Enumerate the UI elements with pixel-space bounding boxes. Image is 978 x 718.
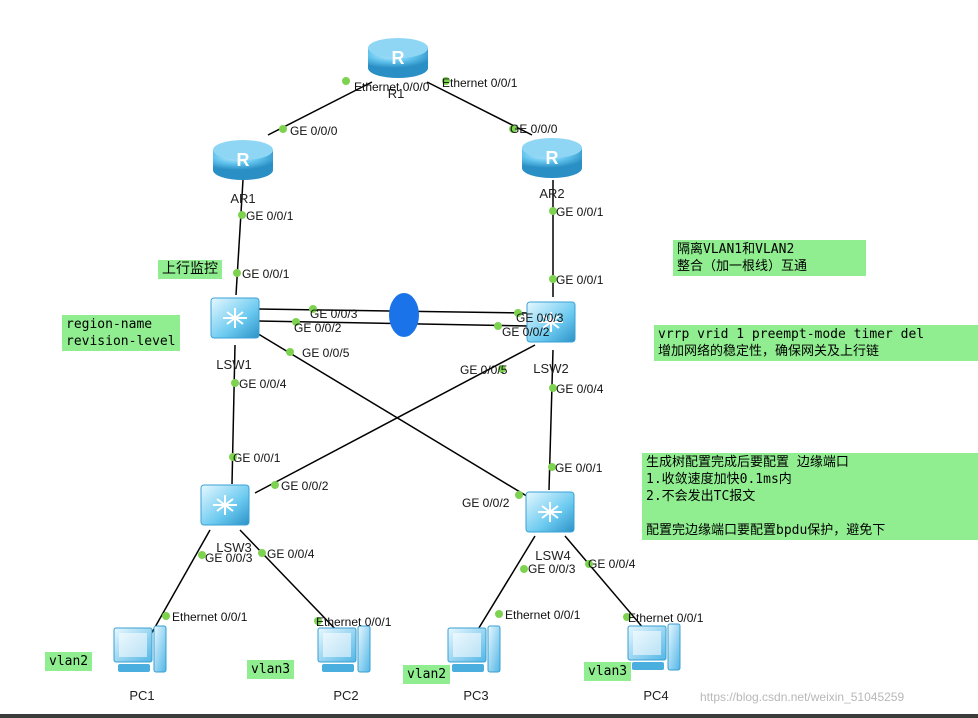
port-label-lsw2-up: GE 0/0/1 — [556, 273, 604, 287]
port-label-lsw3-p4: GE 0/0/4 — [267, 547, 315, 561]
router-r1[interactable]: R1 — [368, 38, 428, 101]
router-ar1[interactable]: AR1 — [213, 140, 273, 206]
port-label-lsw1-p3: GE 0/0/3 — [310, 307, 358, 321]
device-label-pc3: PC3 — [463, 688, 488, 703]
note-isolate: 隔离VLAN1和VLAN2 整合（加一根线）互通 — [673, 240, 866, 276]
device-label-ar1: AR1 — [230, 191, 255, 206]
note-stp: 生成树配置完成后要配置 边缘端口 1.收敛速度加快0.1ms内 2.不会发出TC… — [642, 453, 978, 540]
switch-lsw4[interactable]: LSW4 — [525, 491, 575, 563]
port-label-lsw4-p2: GE 0/0/2 — [462, 496, 510, 510]
pc-pc4[interactable]: PC4 — [627, 623, 681, 703]
note-region: region-name revision-level — [62, 315, 180, 351]
switch-lsw2[interactable]: LSW2 — [526, 301, 576, 376]
port-label-pc1-eth: Ethernet 0/0/1 — [172, 610, 248, 624]
port-label-ar1-down: GE 0/0/1 — [246, 209, 294, 223]
port-label-lsw2-p3: GE 0/0/3 — [516, 311, 564, 325]
port-label-pc3-eth: Ethernet 0/0/1 — [505, 608, 581, 622]
port-label-lsw4-p1: GE 0/0/1 — [555, 461, 603, 475]
device-label-lsw2: LSW2 — [533, 361, 568, 376]
link-lsw4-pc4 — [564, 535, 651, 637]
port-label-ar2-up: GE 0/0/0 — [510, 122, 558, 136]
port-label-lsw2-p2: GE 0/0/2 — [502, 325, 550, 339]
port-label-ar2-down: GE 0/0/1 — [556, 205, 604, 219]
port-label-lsw4-p4: GE 0/0/4 — [588, 557, 636, 571]
port-label-lsw3-p1: GE 0/0/1 — [233, 451, 281, 465]
device-label-pc1: PC1 — [129, 688, 154, 703]
link-lsw2-lsw3 — [254, 344, 536, 494]
bottom-divider — [0, 714, 978, 718]
port-label-lsw2-p5: GE 0/0/5 — [460, 363, 508, 377]
pc-pc3[interactable]: PC3 — [447, 625, 501, 703]
device-label-lsw4: LSW4 — [535, 548, 570, 563]
note-vrrp: vrrp vrid 1 preempt-mode timer del 增加网络的… — [654, 325, 978, 361]
pc-pc1[interactable]: PC1 — [113, 625, 167, 703]
port-label-lsw1-p2: GE 0/0/2 — [294, 321, 342, 335]
note-uplink-monitor: 上行监控 — [158, 260, 222, 279]
router-ar2[interactable]: AR2 — [522, 138, 582, 201]
note-vlan-pc2: vlan3 — [247, 660, 295, 679]
note-vlan-pc3: vlan2 — [403, 665, 451, 684]
link-lsw3-pc2 — [239, 529, 343, 637]
device-label-lsw1: LSW1 — [216, 357, 251, 372]
device-label-pc4: PC4 — [643, 688, 668, 703]
port-label-lsw4-p3: GE 0/0/3 — [528, 562, 576, 576]
port-label-ar1-up: GE 0/0/0 — [290, 124, 338, 138]
device-label-ar2: AR2 — [539, 186, 564, 201]
port-labels: Ethernet 0/0/0 Ethernet 0/0/1 GE 0/0/0 G… — [172, 76, 704, 629]
switch-lsw1[interactable]: LSW1 — [210, 297, 260, 372]
port-label-lsw1-p4: GE 0/0/4 — [239, 377, 287, 391]
link-lsw4-pc3 — [473, 535, 536, 637]
port-label-lsw3-p2: GE 0/0/2 — [281, 479, 329, 493]
pc-pc2[interactable]: PC2 — [317, 625, 371, 703]
port-dots — [162, 77, 631, 625]
port-label-pc4-eth: Ethernet 0/0/1 — [628, 611, 704, 625]
watermark: https://blog.csdn.net/weixin_51045259 — [700, 690, 905, 704]
port-label-lsw1-p5: GE 0/0/5 — [302, 346, 350, 360]
port-label-lsw3-p3: GE 0/0/3 — [205, 551, 253, 565]
link-lsw1-lsw4 — [254, 331, 531, 499]
device-label-r1: R1 — [388, 86, 405, 101]
port-label-lsw2-p4: GE 0/0/4 — [556, 382, 604, 396]
note-vlan-pc4: vlan3 — [584, 662, 632, 681]
port-label-r1-left: Ethernet 0/0/0 — [354, 80, 430, 94]
port-label-r1-right: Ethernet 0/0/1 — [442, 76, 518, 90]
port-label-pc2-eth: Ethernet 0/0/1 — [316, 615, 392, 629]
switch-lsw3[interactable]: LSW3 — [200, 484, 252, 555]
note-vlan-pc1: vlan2 — [45, 652, 93, 671]
device-label-lsw3: LSW3 — [216, 540, 251, 555]
link-lsw3-pc1 — [149, 529, 211, 637]
port-label-lsw1-up: GE 0/0/1 — [242, 267, 290, 281]
eth-trunk-marker — [389, 293, 419, 337]
device-label-pc2: PC2 — [333, 688, 358, 703]
